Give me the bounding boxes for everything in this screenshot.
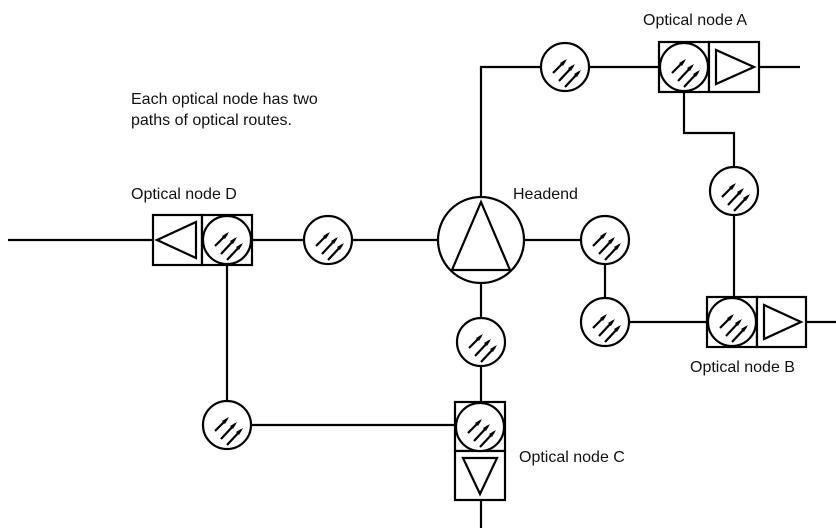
optical-node-b [705, 295, 808, 349]
optical-receiver-icon [658, 41, 710, 93]
optical-receiver-icon [455, 316, 507, 368]
optical-node-d [151, 213, 254, 267]
note-line-1: Each optical node has two [131, 91, 318, 108]
optical-node-b-label: Optical node B [690, 359, 795, 376]
optical-node-a [657, 40, 761, 94]
note-line-2: paths of optical routes. [131, 112, 292, 129]
optical-receiver-icon [708, 165, 760, 217]
amplifier-triangle-icon [714, 48, 757, 86]
amplifier-triangle-icon [461, 456, 499, 497]
optical-receiver-icon [579, 214, 631, 266]
optical-node-c [453, 400, 507, 502]
connection-lines [8, 65, 836, 528]
optical-node-d-label: Optical node D [131, 186, 237, 203]
headend-amplifier [436, 195, 526, 285]
optical-node-a-label: Optical node A [643, 12, 747, 29]
optical-receiver-icon [454, 401, 506, 453]
optical-receiver-icon [539, 41, 591, 93]
wire-headend-a [479, 65, 659, 200]
wire-headend-b [524, 238, 707, 324]
optical-receiver-icon [706, 296, 758, 348]
amplifier-triangle-icon [154, 220, 198, 260]
optical-receiver-icon [302, 214, 354, 266]
optical-receiver-icon [201, 399, 253, 451]
optical-receiver-icon [201, 214, 253, 266]
headend-label: Headend [513, 186, 578, 203]
amplifier-triangle-icon [762, 303, 804, 341]
optical-node-c-label: Optical node C [519, 449, 625, 466]
optical-receiver-icon [579, 296, 631, 348]
